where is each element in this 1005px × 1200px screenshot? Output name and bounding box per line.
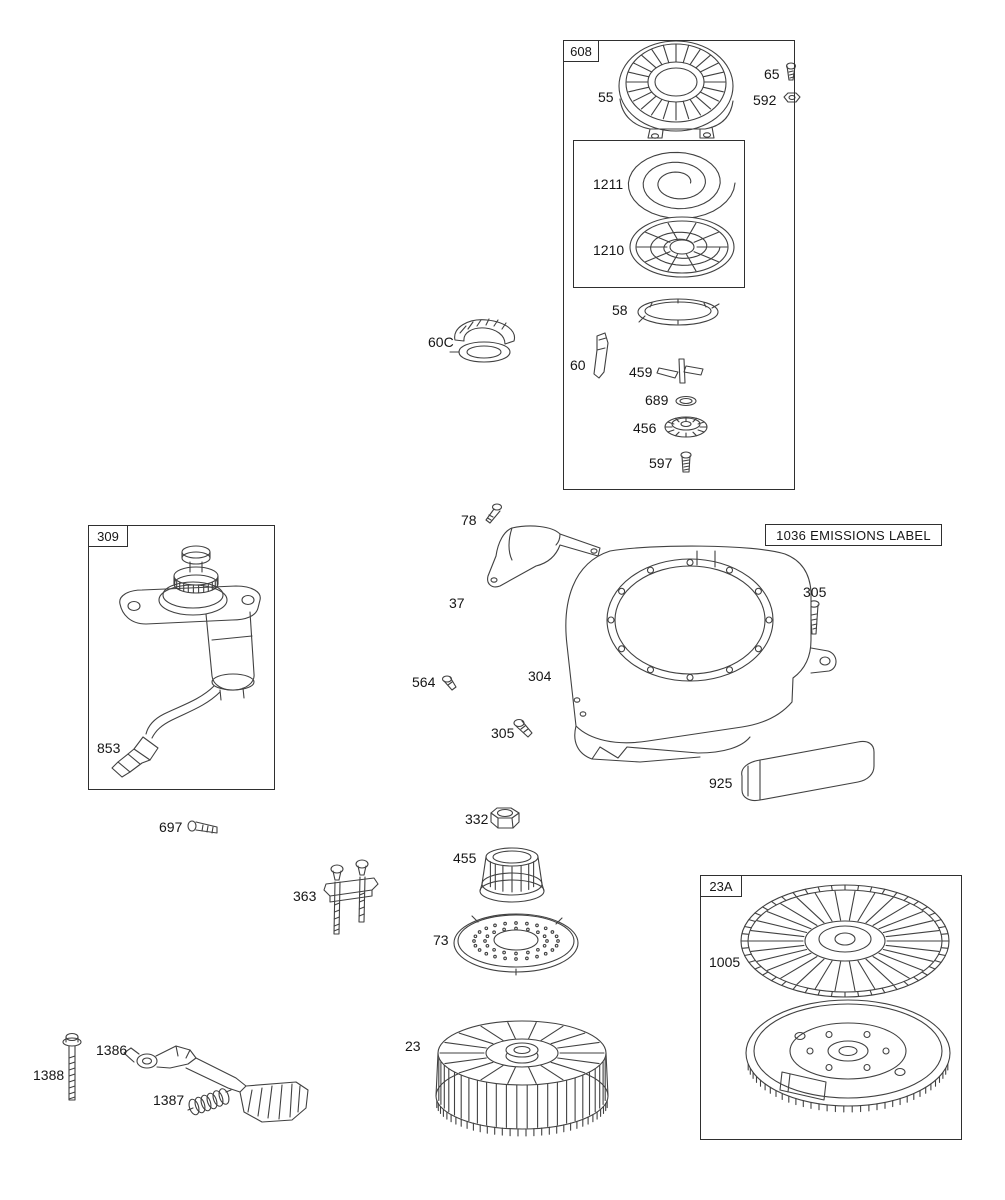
flywheel-1005-top-drawing bbox=[740, 884, 950, 998]
starter-grip-60c-drawing bbox=[449, 318, 516, 363]
cylinder-shield-37-drawing bbox=[487, 525, 601, 588]
callout-592: 592 bbox=[753, 92, 777, 108]
callout-37: 37 bbox=[449, 595, 465, 611]
group-box-608 bbox=[563, 40, 795, 490]
screw-564-drawing bbox=[441, 675, 457, 691]
screw-78-drawing bbox=[485, 503, 503, 524]
callout-23: 23 bbox=[405, 1038, 421, 1054]
ratchet-459-drawing bbox=[656, 358, 704, 384]
callout-65: 65 bbox=[764, 66, 780, 82]
group-box-spring-pulley bbox=[573, 140, 745, 288]
screw-305-left-drawing bbox=[513, 718, 533, 738]
starter-pulley-1210-drawing bbox=[629, 216, 735, 278]
callout-456: 456 bbox=[633, 420, 657, 436]
nut-592-drawing bbox=[783, 92, 801, 103]
callout-60: 60 bbox=[570, 357, 586, 373]
callout-1387: 1387 bbox=[153, 1092, 185, 1108]
group-tag-608: 608 bbox=[563, 40, 599, 62]
callout-60c: 60C bbox=[428, 334, 454, 350]
callout-1210: 1210 bbox=[593, 242, 625, 258]
rewind-spring-1211-drawing bbox=[627, 151, 736, 220]
callout-1386: 1386 bbox=[96, 1042, 128, 1058]
callout-455: 455 bbox=[453, 850, 477, 866]
starter-cup-455-drawing bbox=[479, 847, 545, 903]
callout-697: 697 bbox=[159, 819, 183, 835]
callout-55: 55 bbox=[598, 89, 614, 105]
blower-housing-304-drawing bbox=[565, 545, 837, 763]
callout-78: 78 bbox=[461, 512, 477, 528]
callout-304: 304 bbox=[528, 668, 552, 684]
electric-starter-drawing bbox=[119, 545, 261, 739]
washer-689-drawing bbox=[675, 395, 697, 407]
debris-guard-925-drawing bbox=[741, 740, 875, 802]
callout-73: 73 bbox=[433, 932, 449, 948]
flywheel-23-drawing bbox=[435, 1020, 609, 1137]
callout-58: 58 bbox=[612, 302, 628, 318]
callout-925: 925 bbox=[709, 775, 733, 791]
callout-305-right: 305 bbox=[803, 584, 827, 600]
screw-597-drawing bbox=[680, 451, 692, 473]
screws-363-drawing bbox=[323, 859, 379, 935]
group-tag-23a: 23A bbox=[700, 875, 742, 897]
starter-clutch-456-drawing bbox=[664, 416, 708, 438]
starter-rope-58-drawing bbox=[637, 298, 720, 326]
callout-564: 564 bbox=[412, 674, 436, 690]
callout-1211: 1211 bbox=[593, 176, 624, 192]
flywheel-1005-bottom-drawing bbox=[745, 999, 951, 1113]
group-box-309 bbox=[88, 525, 275, 790]
callout-1005: 1005 bbox=[709, 954, 741, 970]
callout-305-left: 305 bbox=[491, 725, 515, 741]
screw-697-drawing bbox=[187, 820, 218, 834]
spring-1387-drawing bbox=[187, 1088, 232, 1116]
brake-lever-1386-drawing bbox=[123, 1045, 309, 1123]
emissions-label: 1036 EMISSIONS LABEL bbox=[765, 524, 942, 546]
group-tag-309: 309 bbox=[88, 525, 128, 547]
blower-housing-cover-55-drawing bbox=[618, 40, 734, 139]
bolt-1388-drawing bbox=[62, 1032, 82, 1101]
callout-597: 597 bbox=[649, 455, 673, 471]
callout-459: 459 bbox=[629, 364, 653, 380]
wire-connector-853-drawing bbox=[111, 736, 159, 778]
callout-332: 332 bbox=[465, 811, 489, 827]
callout-689: 689 bbox=[645, 392, 669, 408]
nut-332-drawing bbox=[490, 807, 520, 829]
group-box-23a bbox=[700, 875, 962, 1140]
callout-363: 363 bbox=[293, 888, 317, 904]
rotating-screen-73-drawing bbox=[453, 913, 579, 976]
callout-1388: 1388 bbox=[33, 1067, 65, 1083]
callout-853: 853 bbox=[97, 740, 121, 756]
rope-guide-60-drawing bbox=[593, 332, 609, 379]
